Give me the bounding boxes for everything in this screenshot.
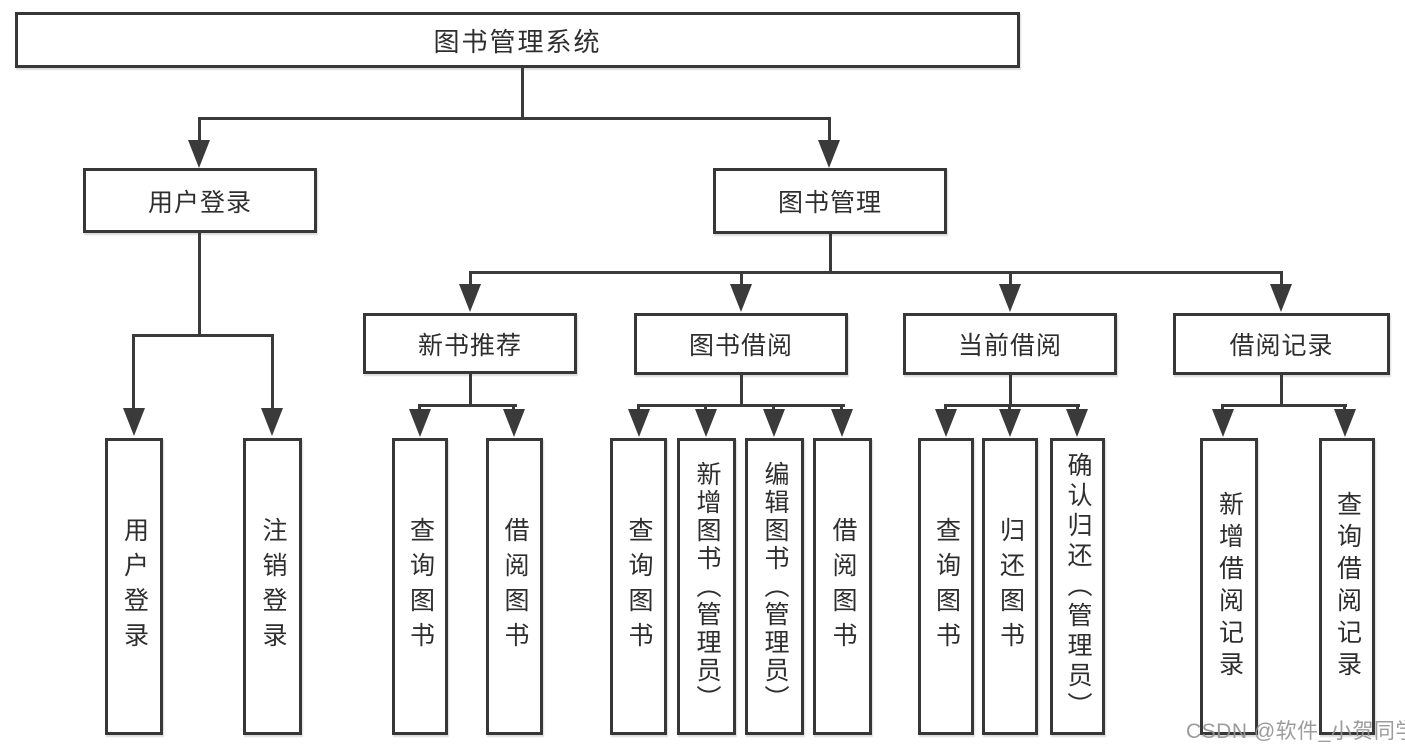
leaf-return-books: 归还图书 [982, 438, 1038, 735]
watermark: CSDN @软件_小贺同学 [1186, 720, 1405, 743]
arrow-down-icon [695, 409, 717, 437]
arrow-down-icon [409, 409, 431, 437]
arrow-down-icon [1334, 409, 1356, 437]
arrow-down-icon [831, 409, 853, 437]
node-library-management-system: 图书管理系统 [15, 12, 1020, 68]
connector-line [198, 119, 201, 142]
connector-line [1009, 273, 1012, 286]
arrow-down-icon [123, 408, 145, 436]
arrow-down-icon [818, 140, 840, 168]
connector-line [469, 374, 472, 407]
leaf-user-login: 用户登录 [105, 438, 163, 735]
connector-line [740, 273, 743, 286]
leaf-borrow-books-recommend: 借阅图书 [486, 438, 543, 735]
node-borrowing-records: 借阅记录 [1173, 313, 1390, 375]
leaf-query-books-recommend: 查询图书 [392, 438, 448, 735]
leaf-borrow-books-borrowing: 借阅图书 [813, 438, 872, 735]
connector-line [521, 68, 524, 120]
connector-line [198, 233, 201, 336]
node-book-borrowing: 图书借阅 [634, 313, 848, 375]
arrow-down-icon [999, 284, 1021, 312]
connector-line [1221, 406, 1224, 411]
connector-line [1221, 404, 1347, 407]
node-new-book-recommend: 新书推荐 [363, 313, 577, 374]
connector-line [469, 273, 472, 286]
connector-line [772, 406, 775, 411]
connector-line [1280, 273, 1283, 286]
connector-line [418, 404, 517, 407]
connector-line [704, 406, 707, 411]
connector-line [1076, 406, 1079, 411]
arrow-down-icon [763, 409, 785, 437]
leaf-confirm-return-admin: 确认归还（管理员） [1050, 438, 1105, 735]
arrow-down-icon [459, 284, 481, 312]
arrow-down-icon [628, 409, 650, 437]
connector-line [418, 406, 421, 411]
connector-line [637, 406, 640, 411]
connector-line [132, 334, 274, 337]
arrow-down-icon [1212, 409, 1234, 437]
arrow-down-icon [999, 409, 1021, 437]
leaf-query-books-current: 查询图书 [918, 438, 974, 735]
node-book-management: 图书管理 [713, 168, 947, 234]
arrow-down-icon [730, 284, 752, 312]
connector-line [1280, 375, 1283, 407]
arrow-down-icon [188, 140, 210, 168]
leaf-logout-login: 注销登录 [243, 438, 302, 735]
connector-line [828, 119, 831, 142]
node-current-borrowing: 当前借阅 [903, 313, 1117, 375]
connector-line [469, 271, 1283, 274]
connector-line [198, 117, 831, 120]
leaf-add-books-admin: 新增图书（管理员） [677, 438, 736, 735]
connector-line [840, 406, 843, 411]
connector-line [512, 406, 515, 411]
connector-line [740, 375, 743, 407]
leaf-edit-books-admin: 编辑图书（管理员） [745, 438, 804, 735]
connector-line [271, 336, 274, 410]
leaf-add-borrow-record: 新增借阅记录 [1200, 438, 1258, 735]
connector-line [132, 336, 135, 410]
connector-line [1009, 375, 1012, 407]
arrow-down-icon [935, 409, 957, 437]
node-user-login: 用户登录 [83, 168, 317, 233]
arrow-down-icon [1270, 284, 1292, 312]
arrow-down-icon [261, 408, 283, 436]
connector-line [944, 404, 1080, 407]
leaf-query-books-borrowing: 查询图书 [610, 438, 667, 735]
connector-line [829, 234, 832, 274]
arrow-down-icon [503, 409, 525, 437]
connector-line [1008, 406, 1011, 411]
arrow-down-icon [1066, 409, 1088, 437]
leaf-query-borrow-record: 查询借阅记录 [1319, 438, 1375, 735]
connector-line [1343, 406, 1346, 411]
connector-line [944, 406, 947, 411]
connector-line [637, 404, 845, 407]
